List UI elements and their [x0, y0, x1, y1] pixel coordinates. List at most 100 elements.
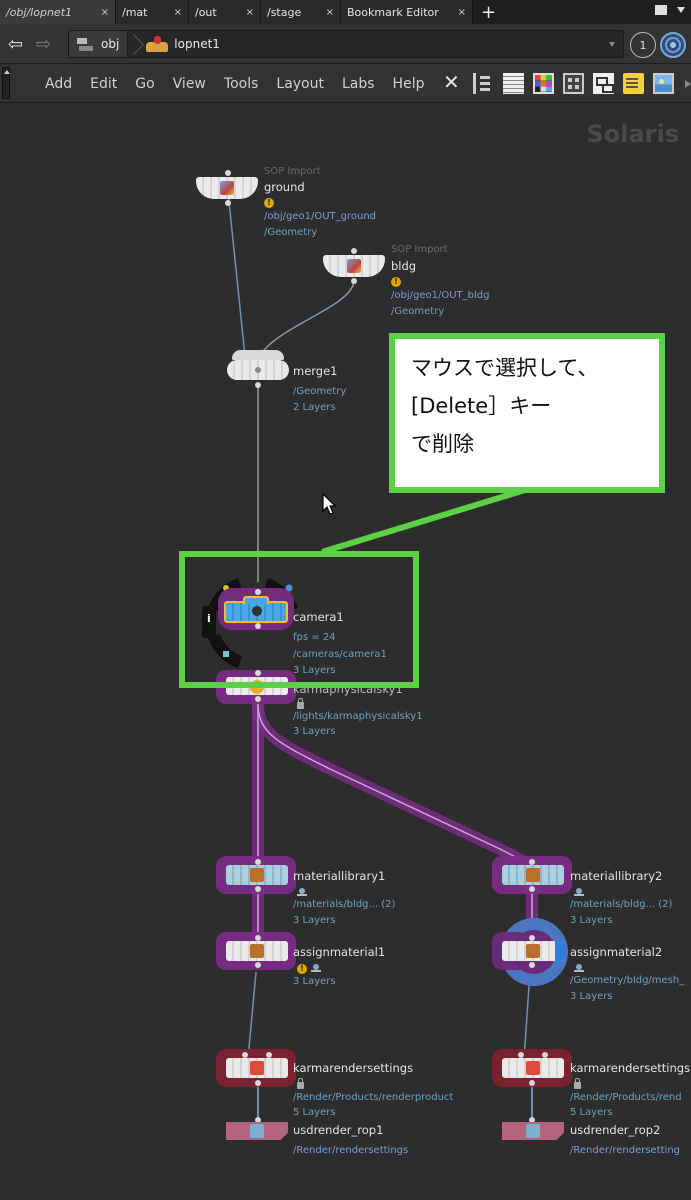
input-connector[interactable]	[351, 248, 357, 254]
chevron-down-icon[interactable]	[609, 42, 615, 47]
info-icon[interactable]: i	[207, 612, 211, 625]
node-info: 2 Layers	[293, 402, 336, 413]
output-connector[interactable]	[255, 623, 261, 629]
tab-stage[interactable]: /stage ×	[261, 0, 341, 24]
close-icon[interactable]: ×	[100, 6, 109, 18]
forward-arrow-icon[interactable]: ⇨	[36, 34, 52, 55]
input-connector[interactable]	[529, 935, 535, 941]
tree-icon[interactable]	[473, 73, 494, 94]
tiles-icon[interactable]	[563, 73, 584, 94]
crumb-obj[interactable]: obj	[69, 31, 129, 57]
input-connector[interactable]	[255, 589, 261, 595]
crumb-lopnet1[interactable]: lopnet1	[138, 31, 228, 57]
node-name: materiallibrary1	[293, 869, 386, 883]
display-flag-icon[interactable]	[555, 941, 564, 961]
rop-icon	[250, 1124, 264, 1138]
path-breadcrumb[interactable]: obj lopnet1	[68, 30, 624, 58]
node-info: /Geometry	[391, 306, 445, 317]
node-info: 3 Layers	[293, 976, 336, 987]
node-info: /Render/rendersetting	[570, 1145, 680, 1156]
callout-line: で削除	[411, 432, 474, 456]
lock-icon	[297, 698, 304, 709]
input-connector[interactable]	[255, 1117, 261, 1123]
toolbar-icons	[443, 70, 691, 94]
menu-labs[interactable]: Labs	[341, 76, 375, 92]
list-icon[interactable]	[503, 73, 524, 94]
input-connector[interactable]	[225, 170, 231, 176]
pin-button[interactable]: 1	[630, 32, 656, 58]
node-info: /materials/bldg... (2)	[293, 899, 396, 910]
obj-network-icon	[77, 36, 95, 52]
input-connector[interactable]	[255, 859, 261, 865]
assign-material-icon	[526, 944, 540, 958]
node-name: usdrender_rop1	[293, 1123, 384, 1137]
tab-out[interactable]: /out ×	[189, 0, 261, 24]
close-icon[interactable]: ×	[325, 6, 334, 18]
menu-help[interactable]: Help	[392, 76, 425, 92]
output-connector[interactable]	[255, 696, 261, 702]
output-connector[interactable]	[255, 886, 261, 892]
input-connector[interactable]	[518, 1052, 524, 1058]
pane-controls	[655, 5, 685, 15]
menu-items: Add Edit Go View Tools Layout Labs Help	[45, 76, 442, 92]
node-name: bldg	[391, 259, 417, 273]
warning-icon: !	[391, 277, 401, 287]
sop-import-icon	[347, 259, 361, 273]
tab-label: Bookmark Editor	[347, 5, 439, 19]
menu-go[interactable]: Go	[135, 76, 155, 92]
output-connector[interactable]	[529, 962, 535, 968]
input-connector[interactable]	[242, 1052, 248, 1058]
tab-obj-lopnet1[interactable]: /obj/lopnet1 ×	[0, 0, 116, 24]
input-connector[interactable]	[266, 1052, 272, 1058]
output-connector[interactable]	[529, 1080, 535, 1086]
menu-add[interactable]: Add	[45, 76, 73, 92]
network-editor[interactable]: Solaris SOP Import ground ! /obj/geo1/OU…	[0, 104, 691, 1200]
output-connector[interactable]	[529, 886, 535, 892]
sticky-note-icon[interactable]	[623, 73, 644, 94]
output-connector[interactable]	[255, 382, 261, 388]
input-connector[interactable]	[255, 670, 261, 676]
image-icon[interactable]	[653, 73, 674, 94]
menu-view[interactable]: View	[172, 76, 206, 92]
merge-icon	[251, 363, 265, 377]
node-name: camera1	[293, 610, 344, 624]
menu-layout[interactable]: Layout	[276, 76, 324, 92]
back-arrow-icon[interactable]: ⇦	[8, 34, 24, 55]
output-connector[interactable]	[255, 962, 261, 968]
highlight-box	[179, 551, 419, 688]
close-icon[interactable]: ×	[245, 6, 254, 18]
output-connector[interactable]	[351, 278, 357, 284]
close-icon[interactable]: ×	[173, 6, 182, 18]
maximize-pane-icon[interactable]	[655, 5, 667, 15]
warning-icon: !	[297, 964, 307, 974]
color-grid-icon[interactable]	[533, 73, 554, 94]
output-connector[interactable]	[255, 1080, 261, 1086]
camera-icon	[250, 604, 264, 618]
input-connector[interactable]	[542, 1052, 548, 1058]
material-icon	[250, 868, 264, 882]
wrench-icon[interactable]	[443, 70, 464, 94]
menu-tools[interactable]: Tools	[223, 76, 259, 92]
chevron-right-icon[interactable]	[685, 79, 691, 88]
network-layout-icon[interactable]	[593, 73, 614, 94]
pane-menu-arrow-icon[interactable]	[677, 7, 685, 13]
material-flag-icon	[574, 964, 584, 972]
input-connector[interactable]	[529, 859, 535, 865]
target-icon[interactable]	[660, 32, 686, 58]
add-tab-button[interactable]: +	[481, 1, 497, 23]
toolbar-handle[interactable]	[2, 67, 10, 99]
wire	[257, 281, 355, 357]
material-flag-icon	[297, 888, 307, 896]
node-name: assignmaterial2	[570, 945, 663, 959]
camera-body-top	[243, 596, 269, 604]
input-connector[interactable]	[255, 935, 261, 941]
close-icon[interactable]: ×	[457, 6, 466, 18]
input-connector[interactable]	[529, 1117, 535, 1123]
output-connector[interactable]	[225, 200, 231, 206]
material-flag-icon	[574, 888, 584, 896]
node-info: /obj/geo1/OUT_bldg	[391, 290, 490, 301]
menu-edit[interactable]: Edit	[90, 76, 118, 92]
tab-mat[interactable]: /mat ×	[116, 0, 189, 24]
tab-bookmark-editor[interactable]: Bookmark Editor ×	[341, 0, 473, 24]
lock-icon	[297, 1078, 304, 1089]
